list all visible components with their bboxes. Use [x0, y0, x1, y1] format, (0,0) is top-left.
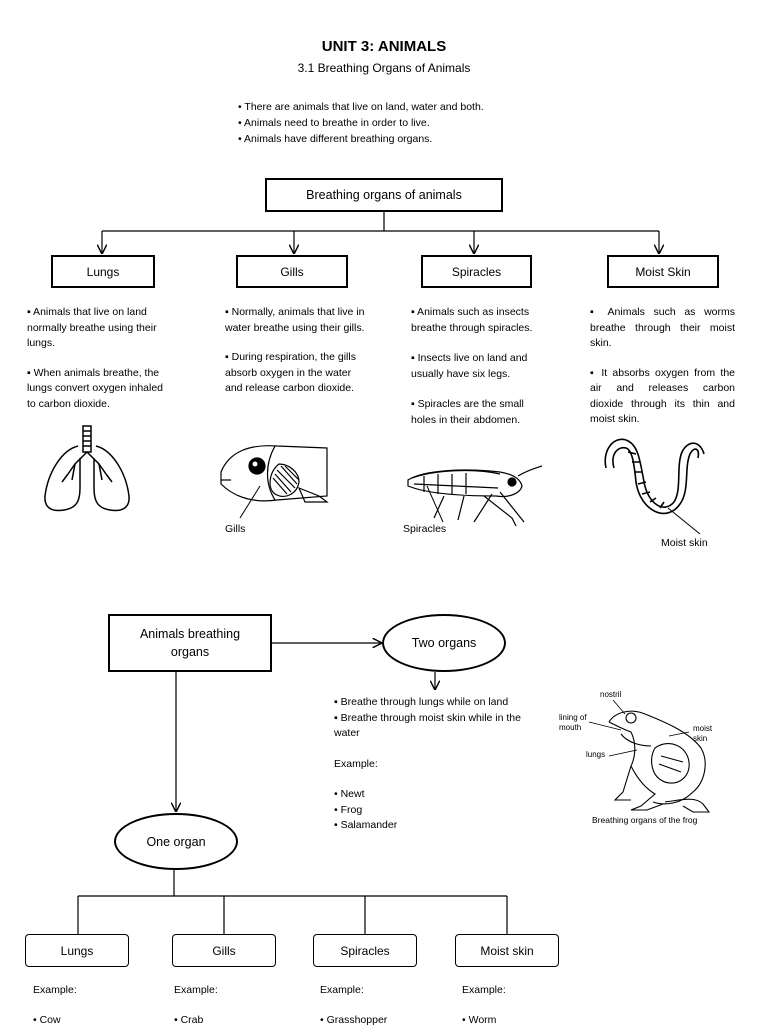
box-spiracles: Spiracles [421, 255, 532, 288]
spiracles-example: • Grasshopper [320, 1014, 388, 1026]
root-box-breathing-organs: Breathing organs of animals [265, 178, 503, 212]
page-subtitle: 3.1 Breathing Organs of Animals [297, 61, 471, 75]
intro-bullet: • Animals need to breathe in order to li… [238, 117, 430, 129]
box-one-organ-lungs: Lungs [25, 934, 129, 967]
frog-label-lungs: lungs [586, 750, 606, 759]
spiracles-point: ▪ Spiracles are the small holes in their… [411, 398, 524, 426]
grasshopper-illustration [407, 465, 543, 527]
spiracles-pointer-line [426, 485, 444, 523]
lungs-point: ▪ Animals that live on land normally bre… [27, 306, 157, 349]
ellipse-two-organs: Two organs [382, 614, 506, 672]
gills-example-label: Example: [174, 984, 218, 996]
worm-illustration [604, 438, 705, 515]
frog-label-nostril: nostril [600, 690, 622, 699]
moist-skin-point: ▪ It absorbs oxygen from the air and rel… [590, 366, 735, 426]
root-box-animals-breathing-organs: Animals breathing organs [108, 614, 272, 672]
moist-skin-example: • Worm [462, 1014, 497, 1026]
gills-caption: Gills [225, 523, 246, 535]
frog-label-lining-of-mouth: lining of mouth [559, 713, 587, 732]
box-one-organ-spiracles: Spiracles [313, 934, 417, 967]
box-one-organ-gills: Gills [172, 934, 276, 967]
moist-skin-point: ▪ Animals such as worms breathe through … [590, 306, 735, 349]
example-item: • Salamander [334, 819, 398, 831]
intro-bullet: • Animals have different breathing organ… [238, 133, 433, 145]
two-organs-points: ▪ Breathe through lungs while on land ▪ … [334, 695, 535, 742]
gills-point: ▪ During respiration, the gills absorb o… [225, 351, 356, 394]
moist-skin-description: ▪ Animals such as worms breathe through … [590, 305, 735, 442]
ellipse-one-organ: One organ [114, 813, 238, 870]
example-item: • Frog [334, 803, 363, 816]
gills-point: ▪ Normally, animals that live in water b… [225, 306, 365, 334]
spiracles-description: ▪ Animals such as insects breathe throug… [411, 305, 551, 442]
two-organs-examples: • Newt • Frog • Salamander [334, 787, 397, 834]
page-title: UNIT 3: ANIMALS [321, 38, 447, 55]
intro-bullets: • There are animals that live on land, w… [238, 99, 484, 147]
spiracles-point: ▪ Animals such as insects breathe throug… [411, 306, 533, 334]
spiracles-point: ▪ Insects live on land and usually have … [411, 352, 528, 380]
box-one-organ-moist-skin: Moist skin [455, 934, 559, 967]
two-organs-point: ▪ Breathe through lungs while on land [334, 696, 509, 708]
spiracles-example-label: Example: [320, 984, 364, 996]
lungs-example: • Cow [33, 1014, 61, 1026]
fish-gills-illustration [220, 445, 329, 503]
two-organs-example-label: Example: [334, 758, 378, 770]
gills-pointer-line [239, 485, 261, 519]
frog-illustration [588, 699, 711, 813]
box-moist-skin: Moist Skin [607, 255, 719, 288]
lungs-example-label: Example: [33, 984, 77, 996]
moist-skin-pointer-line [667, 507, 701, 535]
lungs-point: ▪ When animals breathe, the lungs conver… [27, 366, 164, 410]
box-gills: Gills [236, 255, 348, 288]
box-lungs: Lungs [51, 255, 155, 288]
frog-label-moist-skin: moist skin [693, 724, 713, 743]
example-item: • Newt [334, 788, 365, 800]
lungs-description: ▪ Animals that live on land normally bre… [27, 305, 172, 426]
lungs-illustration [44, 425, 130, 512]
moist-skin-caption: Moist skin [661, 537, 708, 549]
gills-example: • Crab [174, 1014, 204, 1026]
spiracles-caption: Spiracles [403, 523, 447, 535]
two-organs-point: ▪ Breathe through moist skin while in th… [334, 711, 521, 740]
gills-description: ▪ Normally, animals that live in water b… [225, 305, 370, 411]
frog-figure-caption: Breathing organs of the frog [592, 815, 698, 825]
intro-bullet: • There are animals that live on land, w… [238, 101, 484, 113]
moist-skin-example-label: Example: [462, 984, 506, 996]
